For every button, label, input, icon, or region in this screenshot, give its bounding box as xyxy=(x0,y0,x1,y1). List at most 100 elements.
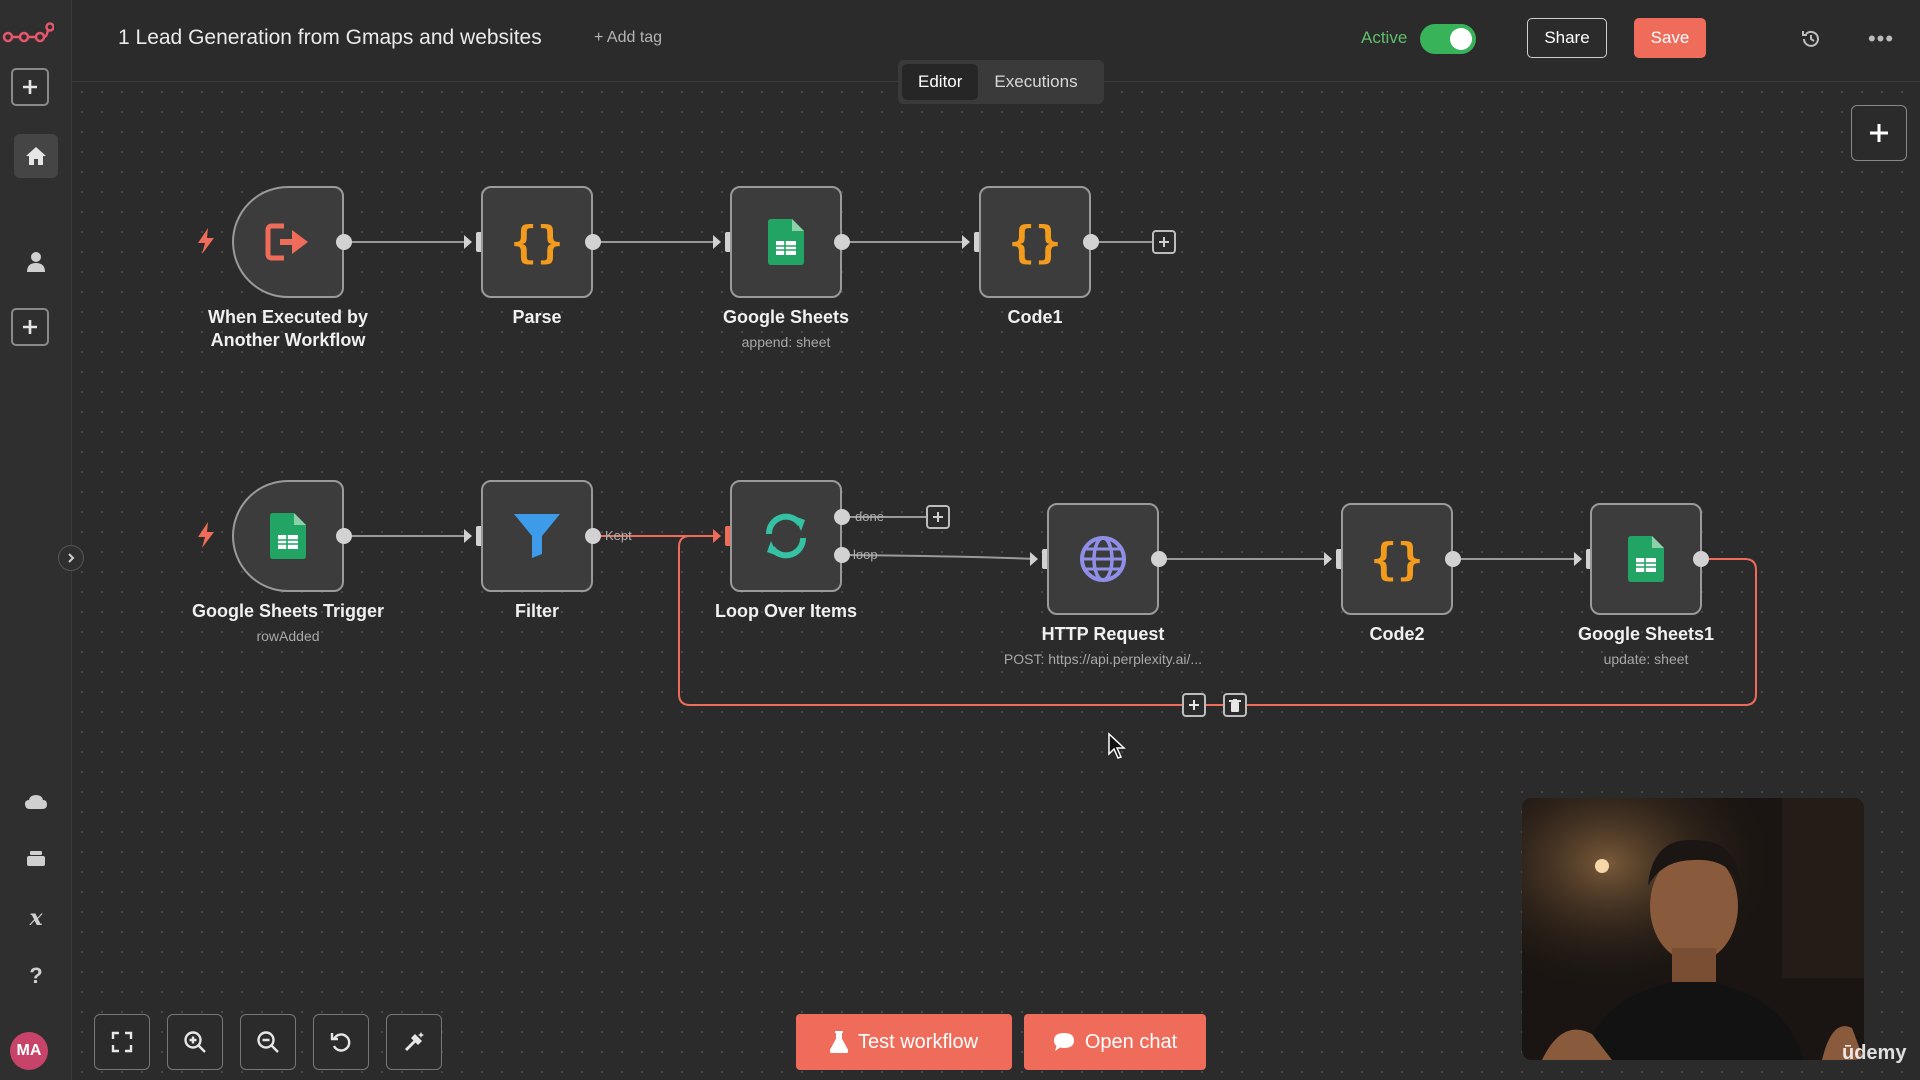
share-button[interactable]: Share xyxy=(1527,18,1607,58)
output-handle-done[interactable] xyxy=(834,509,850,525)
input-handle[interactable] xyxy=(725,526,733,546)
trigger-bolt-icon xyxy=(198,522,214,548)
open-chat-button[interactable]: Open chat xyxy=(1024,1014,1206,1070)
node-parse[interactable]: {} xyxy=(481,186,593,298)
left-sidebar: x ? MA xyxy=(0,0,72,1080)
flask-icon xyxy=(829,1031,848,1053)
history-icon[interactable] xyxy=(1796,24,1826,54)
node-when-executed[interactable] xyxy=(232,186,344,298)
active-toggle[interactable] xyxy=(1420,24,1476,54)
node-label-when-executed: When Executed by Another Workflow xyxy=(168,306,408,352)
node-label-http-request: HTTP Request xyxy=(1041,624,1165,644)
n8n-logo-icon[interactable] xyxy=(2,12,54,56)
filter-icon xyxy=(514,514,560,558)
node-label-parse: Parse xyxy=(512,307,562,327)
zoom-out-button[interactable] xyxy=(240,1014,296,1070)
trash-icon xyxy=(1229,698,1241,712)
node-label-line2: Another Workflow xyxy=(210,330,366,350)
output-handle[interactable] xyxy=(1151,551,1167,567)
globe-icon xyxy=(1080,536,1126,582)
add-node-button[interactable] xyxy=(1152,230,1176,254)
fit-view-icon xyxy=(111,1031,133,1053)
save-button[interactable]: Save xyxy=(1634,18,1706,58)
tab-executions[interactable]: Executions xyxy=(994,72,1078,91)
node-code1[interactable]: {} xyxy=(979,186,1091,298)
add-tag-link[interactable]: + Add tag xyxy=(594,29,663,46)
google-sheets-icon xyxy=(768,219,804,265)
output-handle[interactable] xyxy=(1445,551,1461,567)
edge-label-loop: loop xyxy=(853,547,878,562)
open-nodes-panel-button[interactable] xyxy=(1851,105,1907,161)
zoom-in-button[interactable] xyxy=(167,1014,223,1070)
edge-label-done: done xyxy=(855,509,884,524)
loop-icon xyxy=(765,513,807,559)
output-handle[interactable] xyxy=(834,234,850,250)
insert-node-on-connection-button[interactable] xyxy=(1182,693,1206,717)
test-workflow-button[interactable]: Test workflow xyxy=(796,1014,1012,1070)
input-handle[interactable] xyxy=(476,232,484,252)
output-handle[interactable] xyxy=(585,234,601,250)
cloud-icon[interactable] xyxy=(14,780,58,824)
input-handle[interactable] xyxy=(974,232,982,252)
user-icon[interactable] xyxy=(14,240,58,284)
node-http-request[interactable] xyxy=(1047,503,1159,615)
add-project-button[interactable] xyxy=(11,308,49,346)
node-google-sheets1[interactable] xyxy=(1590,503,1702,615)
input-handle[interactable] xyxy=(1336,549,1344,569)
node-label-google-sheets1: Google Sheets1 xyxy=(1577,624,1715,644)
node-label-line1: When Executed by xyxy=(207,307,369,327)
node-label-filter: Filter xyxy=(514,601,559,621)
input-handle[interactable] xyxy=(725,232,733,252)
templates-icon[interactable] xyxy=(14,836,58,880)
test-workflow-label: Test workflow xyxy=(857,1030,979,1053)
zoom-in-icon xyxy=(184,1031,206,1053)
edge-label-kept: Kept xyxy=(605,528,632,543)
variables-icon[interactable]: x xyxy=(29,905,43,931)
node-filter[interactable] xyxy=(481,480,593,592)
more-options-icon[interactable]: ••• xyxy=(1867,26,1895,51)
trigger-bolt-icon xyxy=(198,228,214,254)
reset-zoom-icon xyxy=(330,1033,351,1052)
code-braces-icon: {} xyxy=(510,216,564,268)
node-code2[interactable]: {} xyxy=(1341,503,1453,615)
code-braces-icon: {} xyxy=(1008,216,1062,268)
output-handle-loop[interactable] xyxy=(834,547,850,563)
reset-zoom-button[interactable] xyxy=(313,1014,369,1070)
tab-editor[interactable]: Editor xyxy=(902,64,979,100)
instructor-webcam-video xyxy=(1522,798,1864,1060)
mouse-cursor-icon xyxy=(1108,732,1126,759)
input-handle[interactable] xyxy=(476,526,484,546)
node-label-code1: Code1 xyxy=(1007,307,1063,327)
output-handle[interactable] xyxy=(1083,234,1099,250)
execute-workflow-icon xyxy=(265,223,308,261)
tidy-up-button[interactable] xyxy=(386,1014,442,1070)
output-handle[interactable] xyxy=(585,528,601,544)
code-braces-icon: {} xyxy=(1370,533,1424,585)
node-subtitle: update: sheet xyxy=(1603,651,1689,667)
output-handle[interactable] xyxy=(336,234,352,250)
node-loop-over-items[interactable] xyxy=(730,480,842,592)
node-label-loop-over-items: Loop Over Items xyxy=(714,601,858,621)
output-handle[interactable] xyxy=(1693,551,1709,567)
tidy-up-icon xyxy=(404,1032,424,1052)
input-handle[interactable] xyxy=(1042,549,1050,569)
google-sheets-icon xyxy=(1628,536,1664,582)
zoom-out-icon xyxy=(257,1031,279,1053)
output-handle[interactable] xyxy=(336,528,352,544)
view-tabs: Editor Executions xyxy=(898,60,1104,104)
node-subtitle: rowAdded xyxy=(256,628,320,644)
create-button[interactable] xyxy=(11,68,49,106)
home-icon[interactable] xyxy=(14,134,58,178)
sidebar-expand-button[interactable] xyxy=(58,545,84,571)
add-node-button[interactable] xyxy=(926,505,950,529)
node-google-sheets[interactable] xyxy=(730,186,842,298)
node-label-google-sheets-trigger: Google Sheets Trigger xyxy=(191,601,385,621)
google-sheets-icon xyxy=(270,513,306,559)
open-chat-label: Open chat xyxy=(1084,1030,1178,1053)
node-google-sheets-trigger[interactable] xyxy=(232,480,344,592)
workflow-title[interactable]: 1 Lead Generation from Gmaps and website… xyxy=(118,26,542,49)
delete-connection-button[interactable] xyxy=(1223,693,1247,717)
fit-view-button[interactable] xyxy=(94,1014,150,1070)
help-icon[interactable]: ? xyxy=(29,963,43,988)
user-avatar[interactable]: MA xyxy=(10,1032,48,1070)
